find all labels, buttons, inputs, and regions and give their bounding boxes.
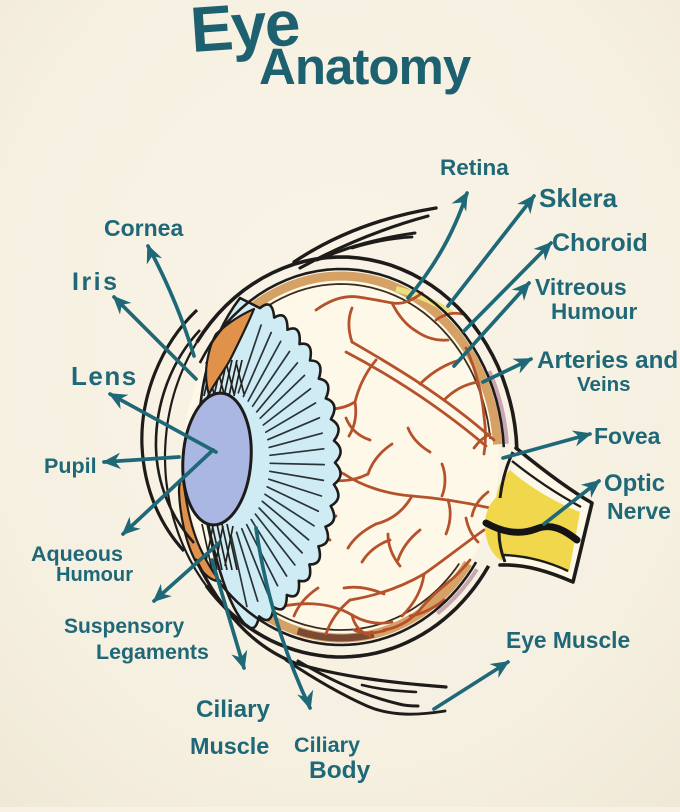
svg-text:Nerve: Nerve	[607, 498, 671, 524]
svg-text:Ciliary: Ciliary	[294, 732, 360, 757]
svg-text:Body: Body	[309, 757, 371, 784]
svg-text:Sklera: Sklera	[539, 183, 618, 213]
svg-text:Vitreous: Vitreous	[535, 274, 627, 300]
svg-text:Suspensory: Suspensory	[64, 615, 185, 638]
svg-text:Optic: Optic	[604, 470, 665, 497]
svg-text:Fovea: Fovea	[594, 423, 661, 449]
svg-text:Pupil: Pupil	[44, 454, 97, 478]
svg-text:Muscle: Muscle	[190, 733, 269, 759]
svg-text:Veins: Veins	[577, 373, 631, 396]
svg-text:Eye Muscle: Eye Muscle	[506, 627, 630, 653]
svg-text:Choroid: Choroid	[552, 229, 648, 257]
svg-text:Humour: Humour	[551, 299, 637, 324]
svg-text:Humour: Humour	[56, 564, 133, 586]
svg-text:Aqueous: Aqueous	[31, 542, 123, 566]
svg-text:Ciliary: Ciliary	[196, 696, 270, 723]
svg-text:Cornea: Cornea	[104, 215, 183, 241]
svg-text:Retina: Retina	[440, 155, 509, 180]
svg-text:Lens: Lens	[71, 361, 138, 391]
svg-text:Iris: Iris	[72, 268, 120, 296]
svg-text:Anatomy: Anatomy	[259, 38, 472, 95]
svg-text:Arteries and: Arteries and	[537, 347, 678, 374]
svg-text:Legaments: Legaments	[96, 640, 209, 664]
svg-text:Eye: Eye	[188, 0, 301, 66]
